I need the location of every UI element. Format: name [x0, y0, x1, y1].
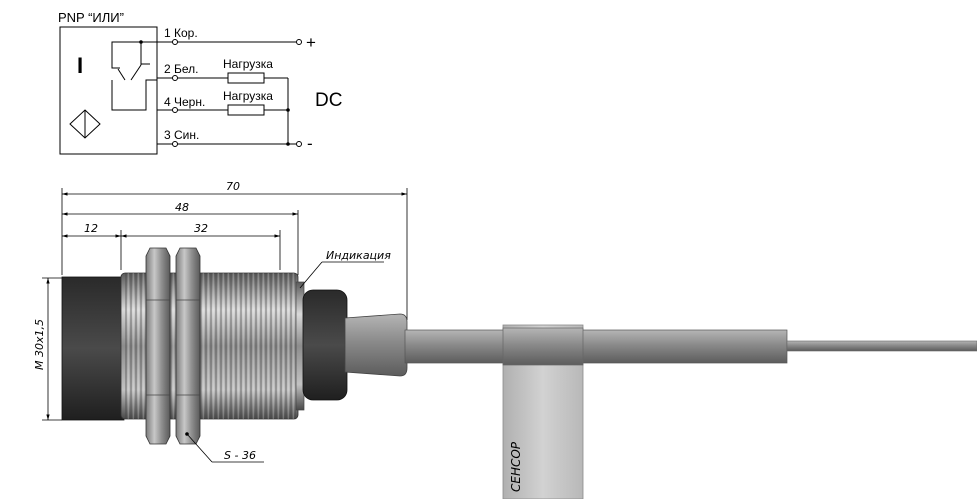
- plus-sign: +: [306, 33, 316, 52]
- indicator-ring: [302, 289, 348, 401]
- sensor-box: [59, 26, 158, 155]
- cable-core: [786, 340, 977, 352]
- pin-label-2: 2 Бел.: [164, 62, 199, 76]
- minus-terminal: [296, 141, 302, 147]
- supply-label: DC: [315, 90, 342, 111]
- pin-label-3: 3 Син.: [164, 128, 199, 142]
- switch-contact: [111, 40, 157, 111]
- sensor-symbol: I: [77, 53, 83, 78]
- pin-label-1: 1 Кор.: [164, 26, 198, 40]
- minus-sign: -: [307, 134, 313, 153]
- dim-front: 12: [84, 222, 98, 235]
- cable-tag-band: [502, 327, 584, 366]
- sensing-cap: [61, 276, 125, 421]
- indication-label: Индикация: [326, 249, 391, 262]
- cable: [404, 329, 788, 364]
- wiring-schematic: PNP “ИЛИ” I 1 Кор.: [58, 10, 342, 155]
- junction-dots: [286, 108, 290, 146]
- dim-to-nut: 48: [175, 201, 189, 214]
- cable-tag-label: СЕНСОР: [509, 441, 523, 492]
- lock-nut-1: [145, 247, 171, 445]
- dim-thread: M 30x1,5: [33, 319, 46, 370]
- dim-thread-length: 32: [194, 222, 208, 235]
- indication-callout: Индикация: [299, 249, 391, 289]
- proximity-icon: [69, 109, 101, 139]
- dim-overall: 70: [226, 180, 240, 193]
- dim-wrench: S - 36: [224, 449, 256, 462]
- schematic-title: PNP “ИЛИ”: [58, 10, 124, 25]
- cable-gland: [344, 313, 408, 377]
- plus-terminal: [296, 39, 302, 45]
- dimension-lines: 70 48 12 32 M 30x1,5: [33, 180, 408, 421]
- load-resistor-1: [227, 72, 265, 84]
- load-label-2: Нагрузка: [223, 89, 273, 103]
- sensor-3d: СЕНСОР: [61, 247, 977, 499]
- pin-label-4: 4 Черн.: [164, 95, 205, 109]
- load-resistor-2: [227, 104, 265, 116]
- lock-nut-2: [175, 247, 201, 445]
- load-label-1: Нагрузка: [223, 57, 273, 71]
- wrench-callout: S - 36: [185, 432, 264, 463]
